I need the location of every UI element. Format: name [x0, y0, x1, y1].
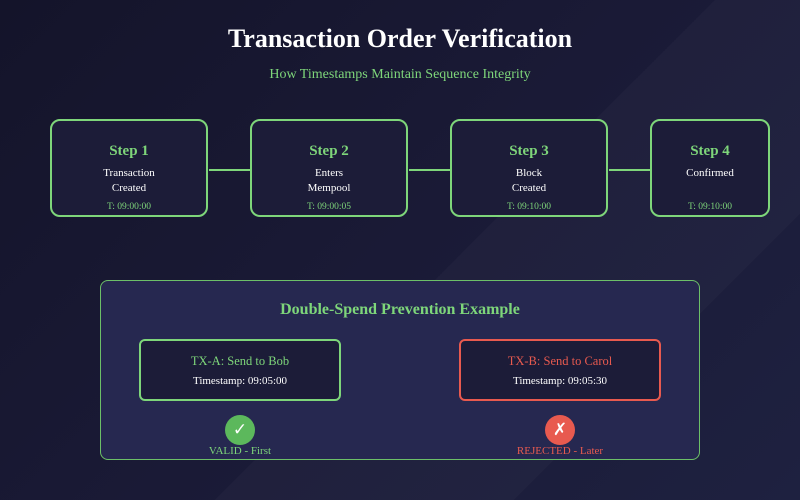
- step-box-3: Step 3 Block Created T: 09:10:00: [450, 119, 608, 217]
- step-timestamp: T: 09:10:00: [506, 202, 552, 212]
- step-description-line: Created: [511, 182, 547, 194]
- step-box-4: Step 4 Confirmed T: 09:10:00: [650, 119, 770, 217]
- step-box-1: Step 1 Transaction Created T: 09:00:00: [50, 119, 208, 217]
- valid-status-label: VALID - First: [208, 445, 272, 457]
- step-title: Step 3: [509, 143, 549, 159]
- connector-step1-step2: [209, 169, 251, 171]
- transaction-a-box: TX-A: Send to Bob Timestamp: 09:05:00: [139, 339, 341, 401]
- double-spend-panel: Double-Spend Prevention Example TX-A: Se…: [100, 280, 700, 460]
- step-description-line: Enters: [314, 167, 344, 179]
- page-title: Transaction Order Verification: [227, 24, 573, 53]
- step-description-line: Confirmed: [686, 167, 734, 179]
- transaction-a-label: TX-A: Send to Bob: [190, 354, 290, 368]
- cross-icon: ✗: [545, 415, 575, 445]
- step-timestamp: T: 09:00:00: [106, 202, 152, 212]
- step-description: Transaction Created: [52, 166, 206, 196]
- transaction-a-timestamp: Timestamp: 09:05:00: [192, 375, 288, 387]
- step-description: Enters Mempool: [252, 166, 406, 196]
- page-subtitle: How Timestamps Maintain Sequence Integri…: [269, 67, 531, 82]
- transaction-b-box: TX-B: Send to Carol Timestamp: 09:05:30: [459, 339, 661, 401]
- connector-step3-step4: [609, 169, 651, 171]
- connector-step2-step3: [409, 169, 451, 171]
- step-description-line: Transaction: [103, 167, 155, 179]
- step-box-2: Step 2 Enters Mempool T: 09:00:05: [250, 119, 408, 217]
- transaction-b-label: TX-B: Send to Carol: [507, 354, 613, 368]
- step-timestamp: T: 09:10:00: [687, 202, 733, 212]
- step-description-line: Block: [515, 167, 543, 179]
- step-timestamp: T: 09:00:05: [306, 202, 352, 212]
- step-title: Step 4: [690, 143, 730, 159]
- panel-title: Double-Spend Prevention Example: [280, 301, 520, 318]
- step-description-line: Created: [111, 182, 147, 194]
- step-description-line: Mempool: [307, 182, 351, 194]
- step-title: Step 1: [109, 143, 149, 159]
- step-title: Step 2: [309, 143, 349, 159]
- check-icon: ✓: [225, 415, 255, 445]
- rejected-status-label: REJECTED - Later: [516, 445, 604, 457]
- step-description: Confirmed: [652, 166, 768, 181]
- step-description: Block Created: [452, 166, 606, 196]
- transaction-b-timestamp: Timestamp: 09:05:30: [512, 375, 608, 387]
